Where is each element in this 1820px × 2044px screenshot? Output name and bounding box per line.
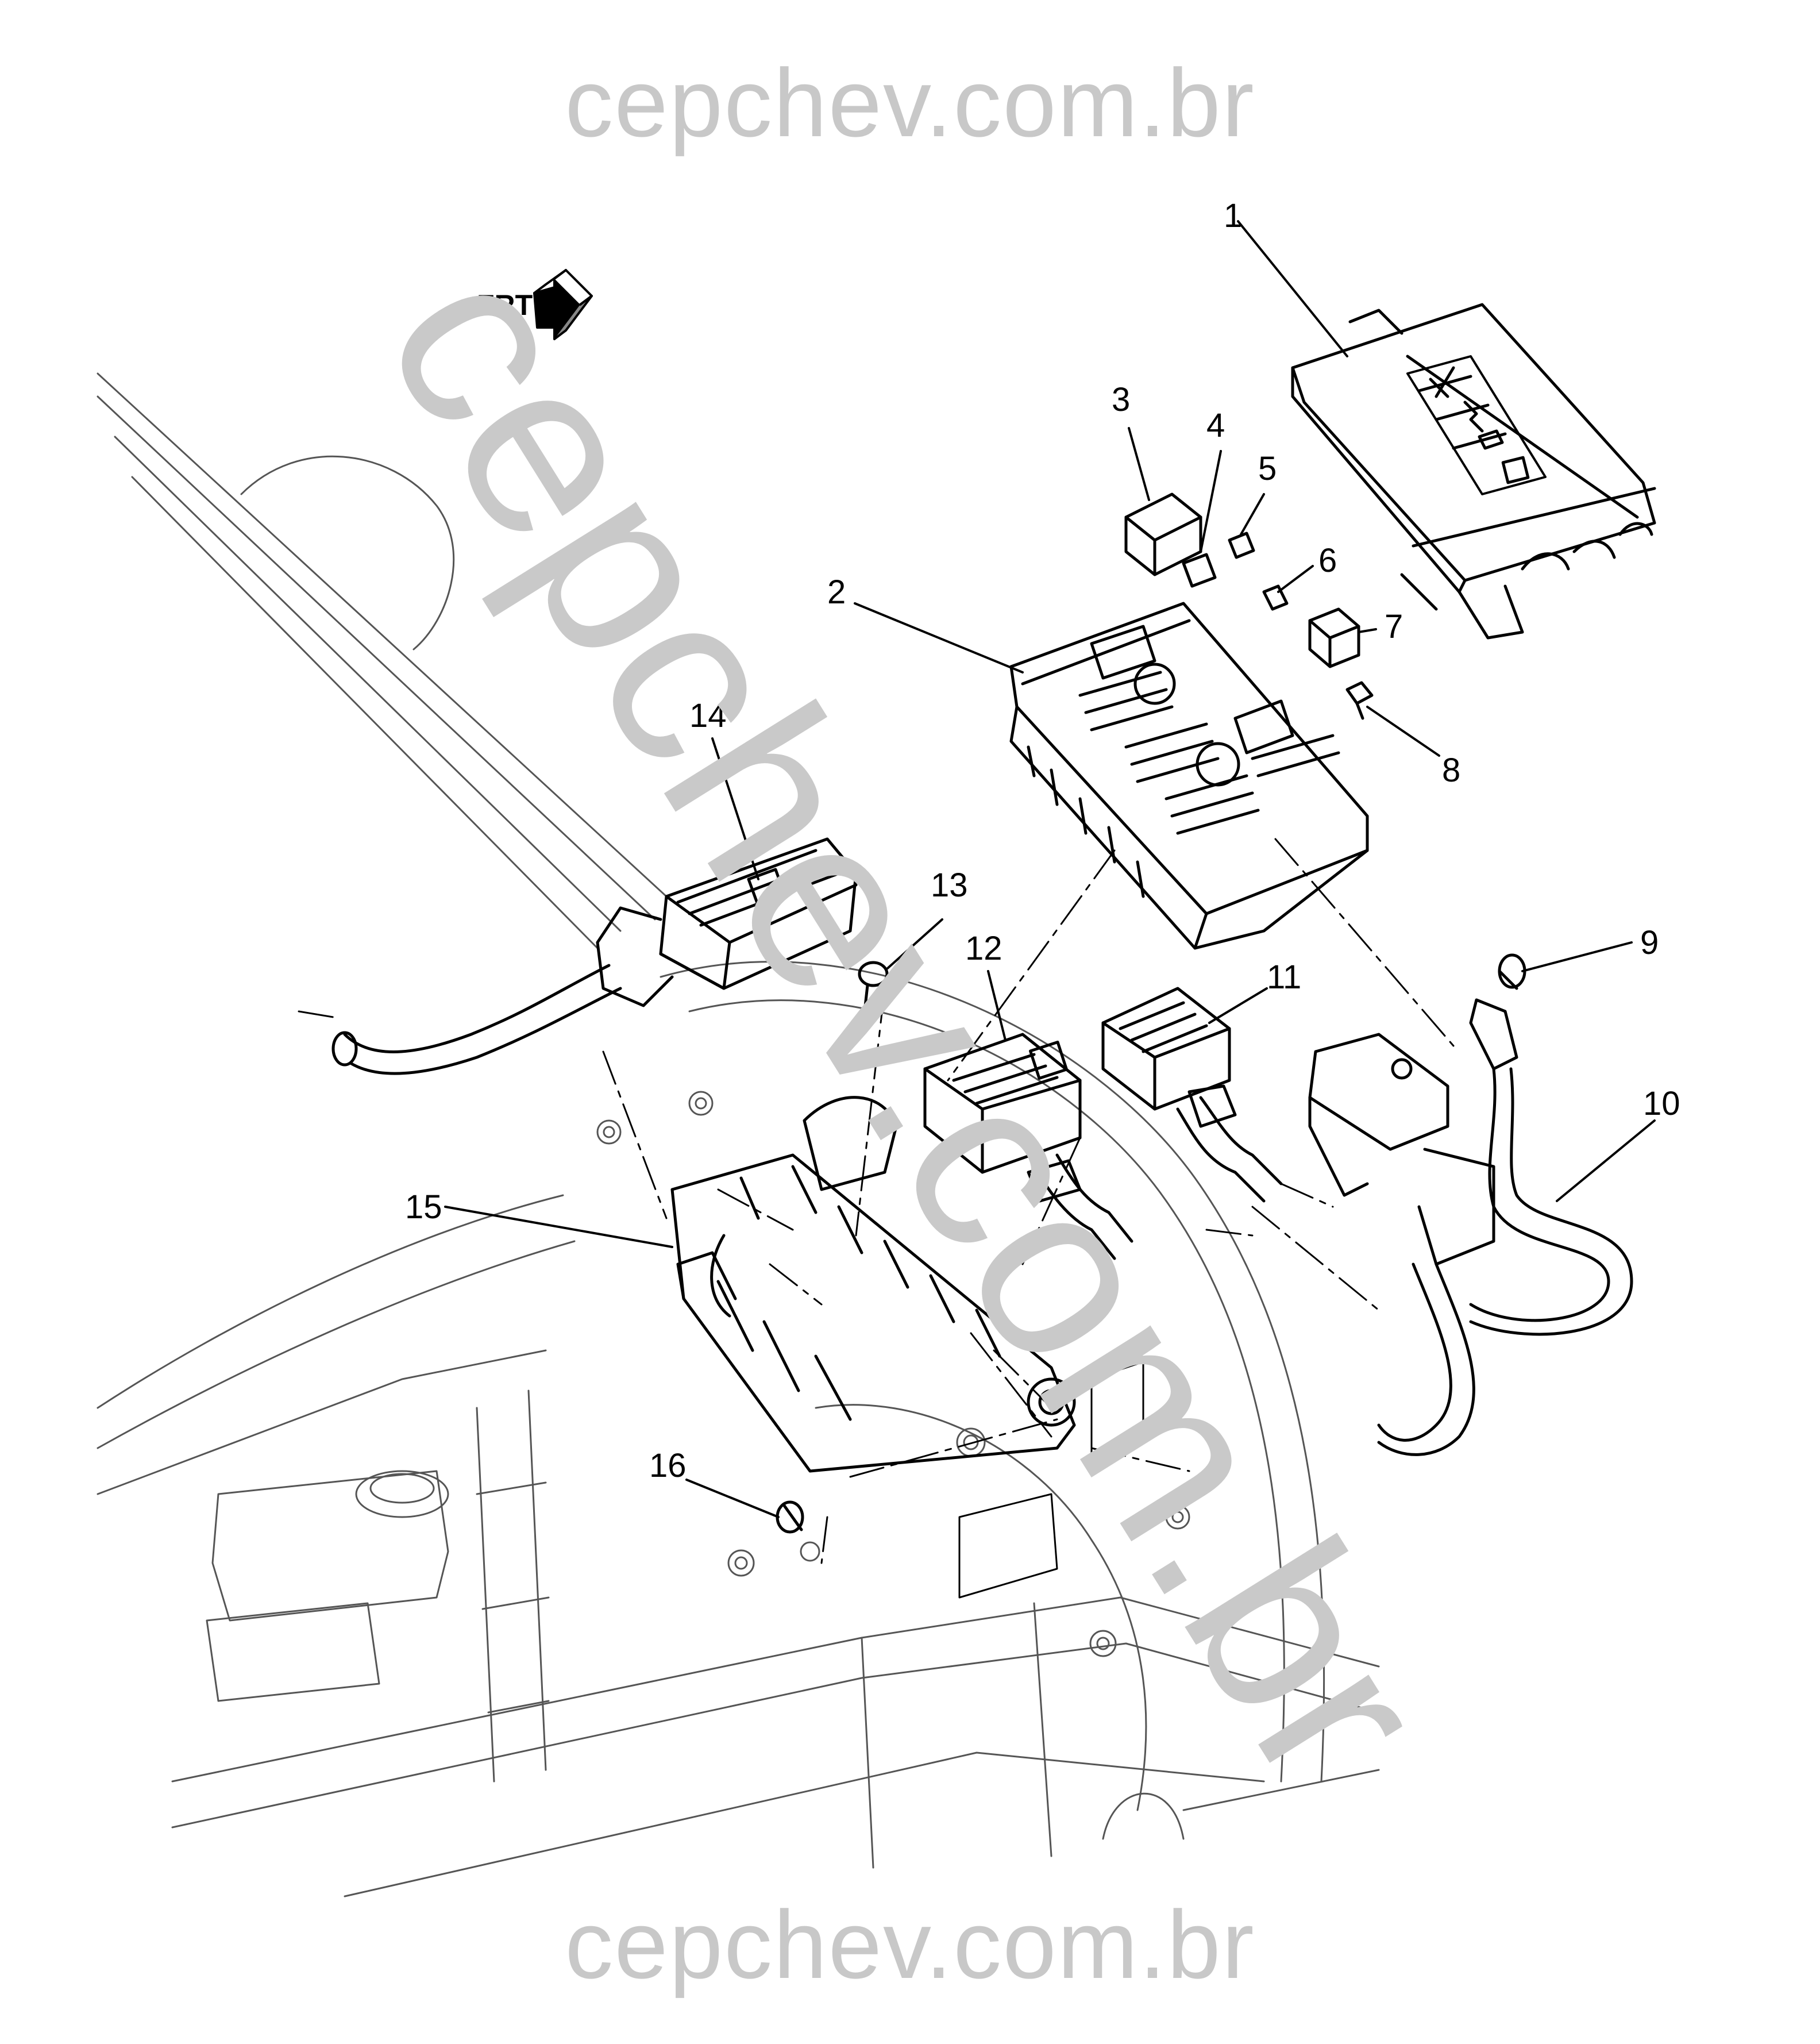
callout-16: 16 [649, 1447, 687, 1484]
callout-15: 15 [405, 1188, 442, 1226]
item-11-connector [1101, 987, 1283, 1203]
item-16-nut [776, 1500, 804, 1534]
detail-boxes [958, 1361, 1144, 1599]
callout-12: 12 [965, 930, 1002, 967]
watermark-top: cepchev.com.br [565, 49, 1255, 157]
callout-4: 4 [1206, 407, 1225, 444]
item-9-nut [1498, 953, 1526, 990]
frt-arrow-icon [533, 269, 593, 340]
callout-2: 2 [827, 573, 846, 611]
item-7-relay [1308, 607, 1360, 668]
callout-13: 13 [931, 867, 968, 904]
item-10-cable-harness [1308, 998, 1633, 1456]
callout-10: 10 [1643, 1085, 1680, 1122]
leader-lines [444, 220, 1656, 1518]
item-6-fuse [1262, 584, 1289, 611]
item-2-fuse-block [1009, 602, 1369, 950]
callout-5: 5 [1258, 450, 1277, 487]
item-14-harness-connector [331, 837, 858, 1075]
item-1-fuse-block-cover [1291, 303, 1656, 640]
item-4-fuse [1182, 553, 1217, 588]
item-13-bolt [858, 961, 889, 1013]
callout-1: 1 [1224, 197, 1242, 234]
item-8-fuse [1345, 681, 1374, 720]
callout-6: 6 [1318, 542, 1337, 579]
callout-14: 14 [689, 697, 727, 734]
item-3-relay [1124, 492, 1202, 576]
callout-3: 3 [1112, 381, 1130, 418]
frt-label: FRT [477, 289, 533, 321]
item-15-bracket [670, 1096, 1076, 1473]
watermark-bottom: cepchev.com.br [565, 1891, 1255, 1999]
item-12-connector [923, 1033, 1133, 1260]
callout-11: 11 [1267, 959, 1301, 996]
callout-labels: 1 2 3 4 5 6 7 8 9 10 11 12 13 14 15 16 [405, 197, 1680, 1484]
callout-7: 7 [1385, 608, 1403, 645]
item-5-fuse [1228, 532, 1255, 559]
callout-9: 9 [1640, 924, 1659, 961]
callout-8: 8 [1442, 752, 1460, 789]
